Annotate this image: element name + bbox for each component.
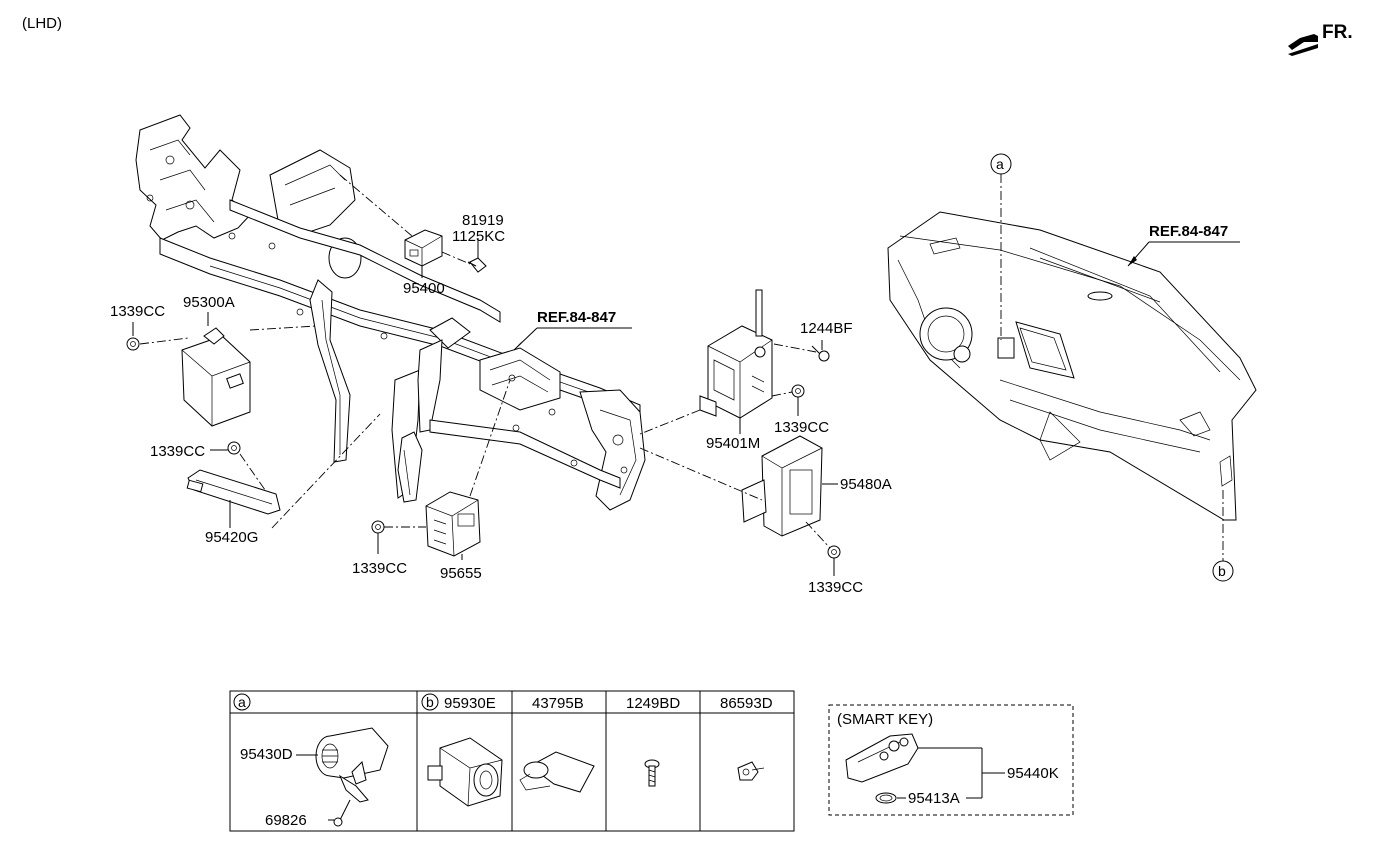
module-95400-drawing — [404, 229, 443, 267]
table-callout-a-circle — [233, 693, 251, 711]
front-arrow-icon — [1288, 34, 1318, 56]
part-1244BF-label: 1244BF — [800, 320, 853, 337]
part-1339CC-5-label: 1339CC — [808, 579, 863, 596]
part-95655-label: 95655 — [440, 565, 482, 582]
table-part-95430D-label: 95430D — [240, 746, 293, 763]
pad-43795B-drawing — [519, 751, 595, 793]
table-header-1249BD: 1249BD — [626, 695, 680, 712]
parts-table — [229, 690, 795, 832]
module-95300A-drawing — [181, 327, 251, 427]
table-header-95930E: 95930E — [444, 695, 496, 712]
module-95655-drawing — [425, 491, 481, 557]
smart-key-box — [828, 704, 1074, 816]
part-1339CC-1-label: 1339CC — [110, 303, 165, 320]
part-95400-label: 95400 — [403, 280, 445, 297]
smart-key-part-95413A-label: 95413A — [908, 790, 960, 807]
part-1339CC-4-label: 1339CC — [774, 419, 829, 436]
screw-1249BD-drawing — [644, 759, 660, 787]
part-1339CC-2-label: 1339CC — [150, 443, 205, 460]
crossmember-drawing — [135, 114, 646, 511]
nut-1339CC-5-drawing — [827, 545, 841, 559]
table-header-43795B: 43795B — [532, 695, 584, 712]
nut-1339CC-3-drawing — [371, 520, 385, 534]
ref-label-left: REF.84-847 — [537, 309, 616, 326]
part-95300A-label: 95300A — [183, 294, 235, 311]
smart-key-fob-drawing — [845, 733, 919, 783]
part-1339CC-3-label: 1339CC — [352, 560, 407, 577]
nut-1339CC-1-drawing — [126, 337, 140, 351]
bolt-1244BF-drawing — [811, 345, 830, 362]
antenna-95420G-drawing — [186, 469, 281, 515]
table-part-69826-label: 69826 — [265, 812, 307, 829]
table-header-b: b — [426, 694, 434, 710]
bolt-1125KC-drawing — [467, 257, 487, 273]
ref-label-right: REF.84-847 — [1149, 223, 1228, 240]
callout-b-label: b — [1218, 563, 1226, 579]
part-95420G-label: 95420G — [205, 529, 258, 546]
clip-86593D-drawing — [737, 761, 765, 781]
table-header-a: a — [238, 694, 246, 710]
module-95401M-drawing — [699, 289, 773, 419]
module-95480A-drawing — [741, 435, 823, 537]
dashboard-drawing — [887, 211, 1257, 521]
nut-1339CC-4-drawing — [791, 384, 805, 398]
smart-key-title: (SMART KEY) — [837, 711, 933, 728]
table-header-86593D: 86593D — [720, 695, 773, 712]
screw-69826-drawing — [333, 799, 351, 827]
start-button-drawing — [427, 737, 503, 807]
part-81919-label: 81919 — [462, 212, 504, 229]
drive-side-label: (LHD) — [22, 15, 62, 32]
smart-key-part-95440K-label: 95440K — [1007, 765, 1059, 782]
front-direction-label: FR. — [1322, 22, 1353, 43]
nut-1339CC-2-drawing — [227, 441, 241, 455]
part-95401M-label: 95401M — [706, 435, 760, 452]
table-callout-b-circle — [421, 693, 439, 711]
callout-a-label: a — [996, 156, 1004, 172]
part-95480A-label: 95480A — [840, 476, 892, 493]
part-1125KC-label: 1125KC — [452, 228, 505, 245]
ignition-switch-drawing — [315, 727, 389, 803]
battery-95413A-drawing — [875, 792, 897, 804]
